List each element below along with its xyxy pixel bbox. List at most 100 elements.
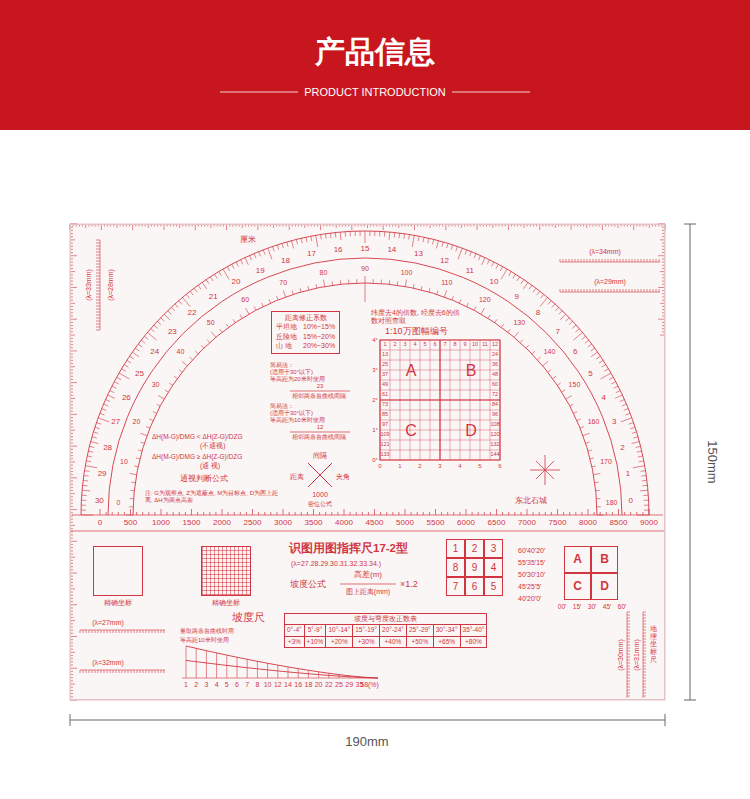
table-cell: 平坦地: [276, 323, 297, 331]
ruler-sheet-fill: [70, 224, 665, 700]
protractor-arcs: [81, 231, 649, 515]
formula-title: 通视判断公式: [180, 475, 228, 483]
table-cell: 10%~15%: [303, 323, 335, 331]
table-cell: 丘陵地: [276, 333, 297, 341]
north-star: [530, 455, 560, 485]
scale-note: 等高距10米时使用: [180, 637, 229, 643]
mil-number: 15: [361, 245, 370, 253]
scale-note: 量取两条首曲线时用: [180, 628, 234, 634]
mil-term: 间隔: [313, 452, 327, 459]
mil-number: 26: [122, 394, 131, 402]
slope-table: 坡度与弯度改正数表0°-4°5°-9°10°-14°15°-19°20°-24°…: [284, 613, 487, 648]
table-title: 距离修正系数: [276, 314, 335, 322]
degree-number: 0: [116, 499, 120, 506]
mil-number: 23: [168, 328, 177, 336]
mil-number: 10: [490, 278, 499, 286]
sheet-number: 108: [490, 422, 499, 428]
formula-title: 坡度公式: [290, 580, 326, 589]
sheet-number: 36: [492, 362, 498, 368]
slope-number: 22: [325, 681, 333, 688]
sheet-number: 6: [433, 342, 436, 348]
slope-number: 6: [235, 681, 239, 688]
grid-cell: 9: [465, 558, 484, 577]
distance-number: 2500: [244, 519, 262, 527]
table-cell: +20%: [326, 637, 353, 648]
geo-label: 15′: [573, 604, 581, 611]
sheet-number: 61: [382, 392, 388, 398]
header-band: [0, 0, 750, 130]
lambda-label: (λ=34mm): [589, 248, 621, 255]
table-cell: +65%: [434, 637, 461, 648]
grid-cell: D: [591, 573, 618, 600]
axis-label: 3: [438, 463, 441, 469]
geo-label: 60′40′20′: [518, 547, 545, 554]
slope-number: 25: [335, 681, 343, 688]
table-cell: +10%: [305, 637, 327, 648]
distance-number: 8000: [579, 519, 597, 527]
sheet-number: 60: [492, 382, 498, 388]
slope-number: 1: [184, 681, 188, 688]
distance-number: 4500: [366, 519, 384, 527]
distance-number: 5500: [427, 519, 445, 527]
formula-text: (适用于30°以下): [270, 369, 313, 375]
grid-note: 纬度去4的倍数, 经度去6的倍数对照查取: [371, 309, 463, 326]
grid-cell: 6: [465, 577, 484, 596]
distance-number: 500: [124, 519, 137, 527]
slope-number: 3: [204, 681, 208, 688]
geo-label: 30′: [588, 604, 596, 611]
geo-grid: ABCD: [564, 546, 618, 600]
formula-text: (不通视): [200, 443, 225, 450]
slope-curve: [186, 646, 378, 678]
axis-label: 1: [398, 463, 401, 469]
sheet-number: 12: [492, 342, 498, 348]
mil-term: 1000: [312, 491, 328, 498]
sheet-number: 109: [380, 432, 389, 438]
grid-cell: 2: [465, 539, 484, 558]
sheet-number: 85: [382, 412, 388, 418]
mil-number: 22: [187, 309, 196, 317]
grid-title: 1:10万图幅编号: [385, 327, 448, 336]
sheet-number: 2: [393, 342, 396, 348]
quadrant-letter: C: [405, 423, 417, 439]
slope-number: 16: [294, 681, 302, 688]
grid-cell: 5: [484, 577, 503, 596]
table-cell: 10°-14°: [326, 625, 353, 636]
degree-number: 150: [569, 381, 581, 388]
mil-term: 距离: [290, 473, 304, 480]
mil-term: 夹角: [336, 473, 350, 480]
geo-label: 00′: [558, 604, 566, 611]
quadrant-letter: B: [466, 363, 477, 379]
table-cell: 15%~20%: [303, 333, 335, 341]
formula-note: 注: G为观察点, Z为遮蔽点, M为目标点, D为图上距离, ΔH为两点高差: [145, 490, 285, 504]
distance-number: 6000: [457, 519, 475, 527]
distance-number: 1500: [183, 519, 201, 527]
mil-number: 19: [256, 267, 265, 275]
slope-number: 10: [264, 681, 272, 688]
fraction-line: [290, 391, 396, 584]
table-cell: +40%: [380, 637, 407, 648]
formula-number: 23: [317, 383, 324, 389]
mil-number: 8: [536, 309, 540, 317]
slope-number: 7: [245, 681, 249, 688]
mm-scale-ticks: [70, 224, 665, 700]
mil-number: 25: [135, 370, 144, 378]
table-cell: +30%: [353, 637, 380, 648]
ruler-sheet: 距离修正系数平坦地10%~15%丘陵地15%~20%山 地20%~30%纬度去4…: [70, 224, 665, 700]
slope-number: 18: [304, 681, 312, 688]
slope-number: 20: [315, 681, 323, 688]
formula-text: 等高距为10米时使用: [270, 417, 325, 423]
formula-text: (适用于30°以下): [270, 410, 313, 416]
ruler-subtitle: (λ=27.28.29.30.31.32.33.34.): [291, 560, 381, 568]
mil-number: 9: [515, 293, 519, 301]
grid-cell: A: [564, 546, 591, 573]
page-title: 产品信息: [315, 35, 435, 70]
mil-number: 27: [111, 418, 120, 426]
table-cell: 0°-4°: [285, 625, 305, 636]
formula-text: 高差(m): [354, 571, 382, 579]
axis-label: 2: [418, 463, 421, 469]
axis-label: 3°: [372, 367, 378, 373]
sheet-number: 72: [492, 392, 498, 398]
formula-text: 简易法：: [270, 362, 294, 368]
